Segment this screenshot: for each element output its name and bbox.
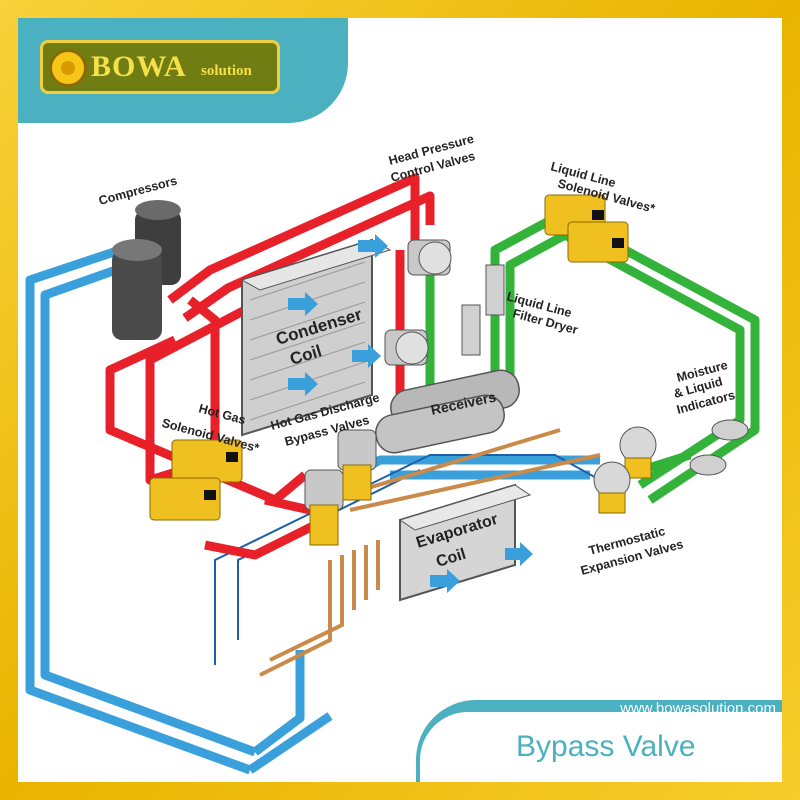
label-hot-gas-1: Hot Gas [197,401,247,427]
bypass-valve-1 [304,469,344,546]
filter-dryer-1 [485,264,505,316]
compressor-2 [112,239,162,340]
hot-gas-lines [105,173,435,560]
hot-gas-solenoid-valve-2 [149,477,221,521]
refrigeration-diagram: Compressors Head Pressure Control Valves… [25,132,760,775]
footer-title-area [420,712,782,782]
moisture-indicator-1 [711,419,749,441]
brand-suffix: solution [201,63,252,79]
product-title: Bypass Valve [516,730,696,763]
expansion-valve-2 [593,461,631,514]
airflow-arrows [288,234,533,593]
liquid-solenoid-valve-2 [567,221,629,263]
condenser-coil [240,238,392,437]
brand-emblem-icon [49,49,87,87]
distributor-lines [259,428,601,677]
receivers [375,369,520,454]
brand-logo[interactable]: BOWA solution [40,40,280,94]
bypass-valve-2 [337,429,377,501]
brand-name: BOWA [91,50,187,83]
head-pressure-valve-2 [384,329,429,366]
website-url[interactable]: www.bowasolution.com [620,700,776,717]
content-panel: BOWA solution [18,18,782,782]
moisture-indicator-2 [689,454,727,476]
evaporator-coil [398,483,532,602]
head-pressure-valve-1 [407,239,452,276]
filter-dryer-2 [461,304,481,356]
